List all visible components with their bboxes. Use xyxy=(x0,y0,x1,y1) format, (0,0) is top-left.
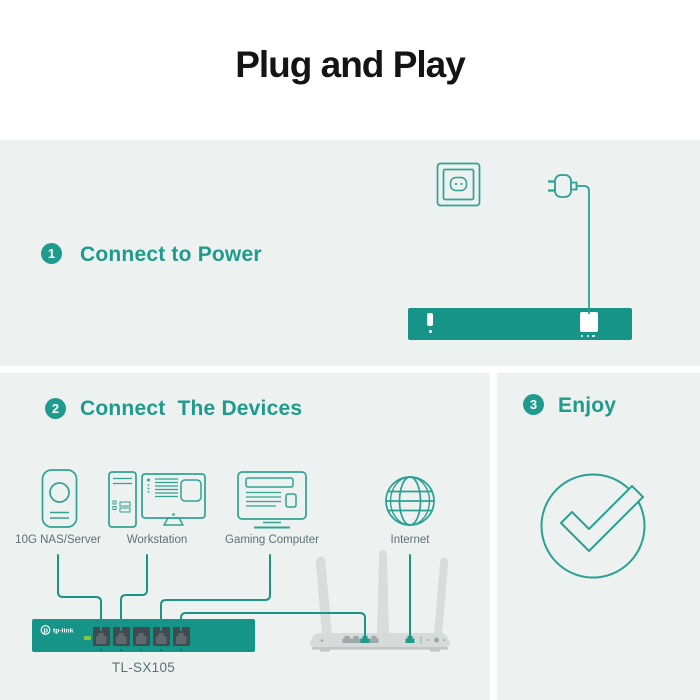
step-3-label: Enjoy xyxy=(558,394,617,417)
power-inlet-port xyxy=(580,312,598,332)
step-1-panel: 1 Connect to Power xyxy=(0,140,700,366)
power-switch-dot xyxy=(428,329,432,333)
router-base xyxy=(312,647,448,650)
switch-port-3 xyxy=(132,627,150,651)
gaming-computer-label: Gaming Computer xyxy=(225,534,319,546)
cable-connections xyxy=(57,554,411,640)
power-switch-detail xyxy=(427,313,433,326)
step-3-number: 3 xyxy=(529,397,538,412)
switch-port-1 xyxy=(92,627,110,651)
router-foot-left xyxy=(320,649,330,652)
cable-gaming-to-port4 xyxy=(160,554,271,631)
router-antenna-middle xyxy=(377,550,389,635)
router-lan-port-1 xyxy=(342,636,352,643)
workstation-label: Workstation xyxy=(126,534,188,546)
step-3-badge: 3 xyxy=(523,394,544,415)
check-circle-icon xyxy=(540,473,646,579)
switch-port-5 xyxy=(172,627,190,651)
switch-led xyxy=(84,636,91,640)
step-1-label: Connect to Power xyxy=(80,243,262,266)
switch-port-4 xyxy=(152,627,170,651)
tplink-logo-icon: p tp-link xyxy=(40,625,74,635)
cable-nas-to-port1 xyxy=(57,554,102,631)
power-cord xyxy=(576,185,590,314)
network-switch: p tp-link xyxy=(32,619,255,652)
step-2-label: Connect The Devices xyxy=(80,397,303,420)
plug-head xyxy=(554,174,572,198)
cable-port5-to-router xyxy=(180,612,366,640)
globe-icon xyxy=(385,476,435,526)
router-antenna-left xyxy=(316,556,332,635)
desktop-tower-monitor-icon xyxy=(108,471,206,528)
router-lan-port-2 xyxy=(351,636,361,643)
page-title: Plug and Play xyxy=(235,44,466,85)
power-inlet-dots xyxy=(581,335,597,338)
router-lan-port-4 xyxy=(369,636,379,643)
step-1-number: 1 xyxy=(47,246,56,261)
step-1-badge: 1 xyxy=(41,243,62,264)
step-2-panel: 2 Connect The Devices xyxy=(0,373,490,700)
cable-workstation-to-port2 xyxy=(120,554,148,631)
switch-model-label: TL-SX105 xyxy=(111,660,176,675)
switch-rear-panel xyxy=(408,308,632,340)
router-antenna-right xyxy=(434,557,449,635)
gaming-monitor-icon xyxy=(237,471,307,529)
tplink-brand-text: tp-link xyxy=(53,628,74,635)
router-lan-ports xyxy=(342,636,379,643)
checkmark xyxy=(560,485,644,552)
wall-outlet-icon xyxy=(436,162,481,207)
step-3-panel: 3 Enjoy xyxy=(497,373,700,700)
router-reset-dot xyxy=(320,639,324,642)
step-2-badge: 2 xyxy=(45,398,66,419)
router-foot-right xyxy=(430,649,440,652)
router-dot-small-2 xyxy=(443,639,445,641)
power-plug-icon xyxy=(548,174,590,314)
switch-port-2 xyxy=(112,627,130,651)
internet-label: Internet xyxy=(390,534,430,546)
router-antennas xyxy=(316,550,449,635)
step-2-number: 2 xyxy=(51,401,60,416)
nas-tower-icon xyxy=(41,469,78,528)
nas-label: 10G NAS/Server xyxy=(15,534,101,546)
router xyxy=(309,550,451,652)
router-power-button xyxy=(434,637,439,643)
svg-text:p: p xyxy=(43,626,48,635)
router-dot-small-1 xyxy=(427,639,430,641)
